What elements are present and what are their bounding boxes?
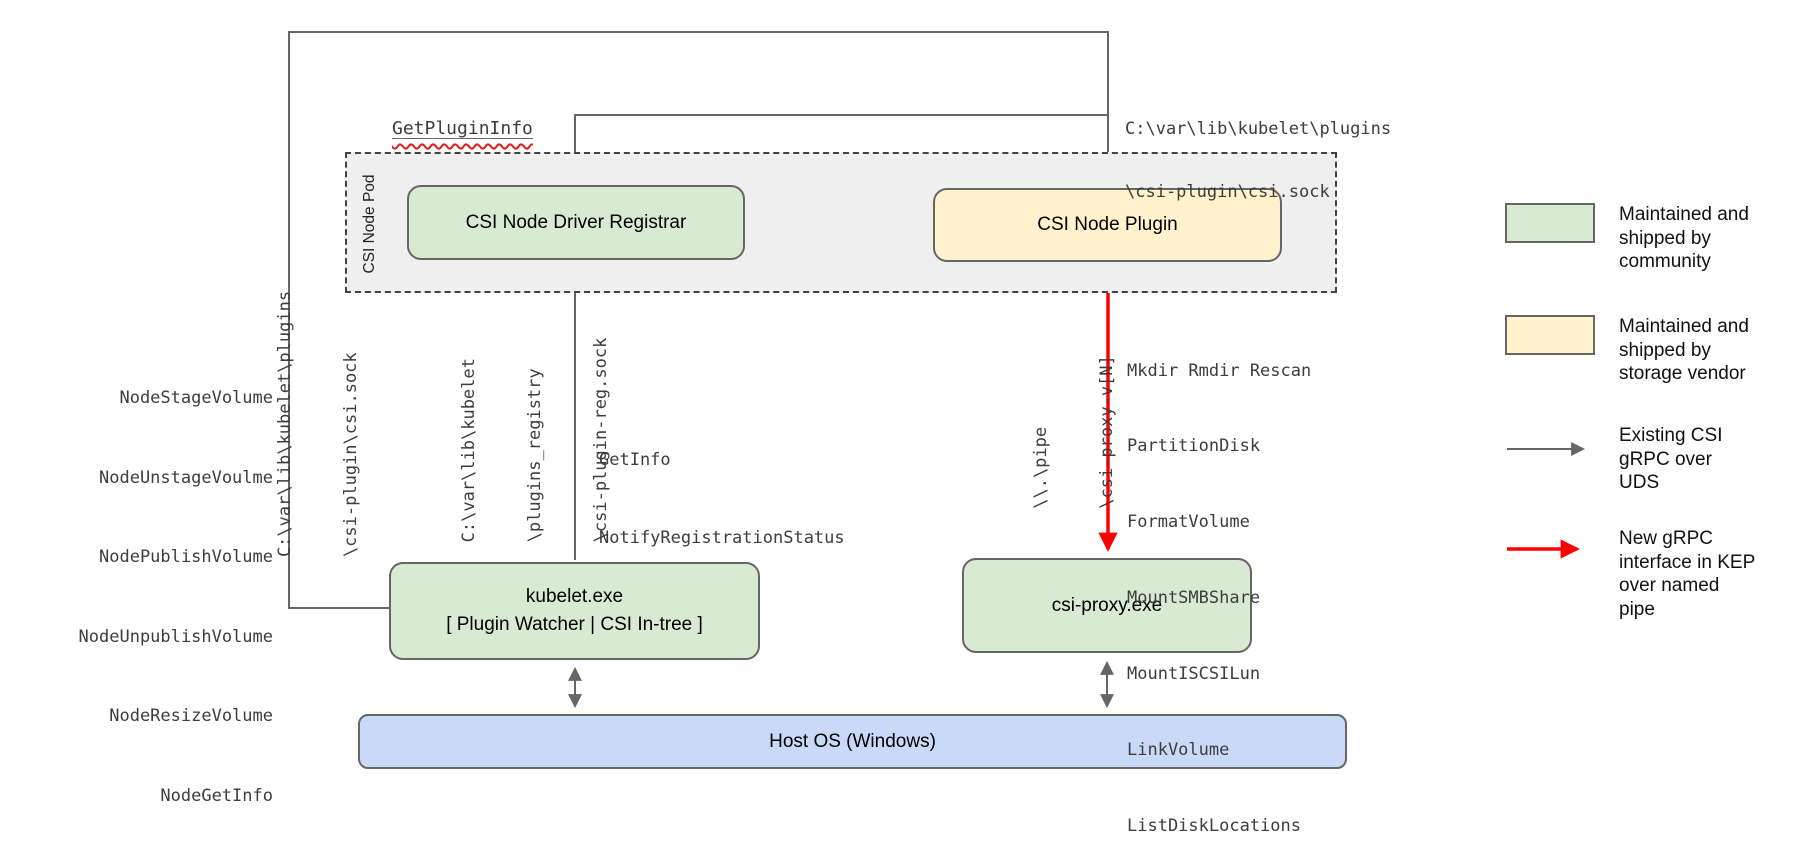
node-rpc-item: NodeGetInfo [160, 785, 273, 806]
proxy-rpc-item: LinkVolume [1127, 740, 1230, 761]
kubelet-label-line1: kubelet.exe [525, 586, 624, 607]
proxy-rpc-item: FormatVolume [1127, 512, 1250, 533]
host-os-box: Host OS (Windows) [358, 714, 1347, 769]
legend-item-pipe-arrow: New gRPC interface in KEP over named pip… [1505, 527, 1757, 621]
named-pipe-line2: \csi-proxy-v[N] [1097, 355, 1117, 509]
kubelet-label-line2: [ Plugin Watcher | CSI In-tree ] [446, 614, 703, 635]
get-info-label: GetInfo [599, 450, 671, 470]
csi-proxy-box: csi-proxy.exe [962, 558, 1252, 653]
csi-node-driver-registrar-box: CSI Node Driver Registrar [407, 185, 745, 260]
legend-item-community: Maintained and shipped by community [1505, 203, 1757, 274]
proxy-rpc-item: ListDiskLocations [1127, 815, 1301, 836]
csi-sock-path-topright: C:\var\lib\kubelet\plugins \csi-plugin\c… [1125, 77, 1391, 245]
proxy-rpc-list: Mkdir Rmdir Rescan PartitionDisk FormatV… [1127, 308, 1487, 842]
legend-community-label: Maintained and shipped by community [1619, 204, 1749, 272]
legend-pipe-label: New gRPC interface in KEP over named pip… [1619, 528, 1755, 620]
node-rpc-item: NodeResizeVolume [109, 706, 273, 726]
node-rpc-item: NodeStageVolume [119, 388, 273, 408]
notify-registration-status-label: NotifyRegistrationStatus [599, 528, 845, 548]
csi-sock-vertical-line2: \csi-plugin\csi.sock [341, 352, 361, 558]
red-arrow-icon [1507, 539, 1580, 559]
registration-sock-line2: \plugins_registry [525, 368, 545, 543]
registration-rpcs: GetInfo NotifyRegistrationStatus [599, 395, 845, 603]
proxy-rpc-item: MountISCSILun [1127, 664, 1261, 685]
csi-sock-path-line2: \csi-plugin\csi.sock [1125, 182, 1330, 202]
node-rpc-item: NodePublishVolume [99, 547, 273, 567]
legend-vendor-label: Maintained and shipped by storage vendor [1619, 316, 1749, 384]
node-rpc-item: NodeUnstageVoulme [99, 467, 273, 488]
legend-item-uds-arrow: Existing CSI gRPC over UDS [1505, 424, 1757, 495]
named-pipe-line1: \\.\pipe [1031, 426, 1051, 509]
node-rpc-item: NodeUnpublishVolume [78, 626, 273, 647]
csi-node-plugin-label: CSI Node Plugin [1037, 214, 1178, 235]
csi-node-plugin-box: CSI Node Plugin [933, 188, 1282, 262]
legend-uds-label: Existing CSI gRPC over UDS [1619, 425, 1723, 493]
vendor-color-swatch [1505, 315, 1595, 355]
registration-sock-line1: C:\var\lib\kubelet [459, 358, 479, 543]
csi-sock-path-vertical: C:\var\lib\kubelet\plugins \csi-plugin\c… [230, 291, 406, 557]
kubelet-box: kubelet.exe [ Plugin Watcher | CSI In-tr… [389, 562, 760, 660]
proxy-rpc-item: Mkdir Rmdir Rescan [1127, 360, 1312, 381]
get-plugin-info-label: GetPluginInfo [392, 118, 533, 139]
csi-proxy-label: csi-proxy.exe [1051, 594, 1163, 616]
csi-node-pod-label: CSI Node Pod [361, 174, 378, 274]
legend-item-vendor: Maintained and shipped by storage vendor [1505, 315, 1757, 386]
proxy-rpc-item: MountSMBShare [1127, 588, 1261, 609]
csi-sock-path-line1: C:\var\lib\kubelet\plugins [1125, 119, 1392, 139]
community-color-swatch [1505, 203, 1595, 243]
node-rpc-list: NodeStageVolume NodeUnstageVoulme NodePu… [40, 332, 273, 842]
host-os-label: Host OS (Windows) [769, 730, 936, 752]
gray-arrow-icon [1507, 442, 1586, 456]
csi-node-driver-registrar-label: CSI Node Driver Registrar [465, 211, 687, 233]
proxy-rpc-item: PartitionDisk [1127, 436, 1261, 457]
csi-sock-vertical-line1: C:\var\lib\kubelet\plugins [275, 290, 295, 558]
